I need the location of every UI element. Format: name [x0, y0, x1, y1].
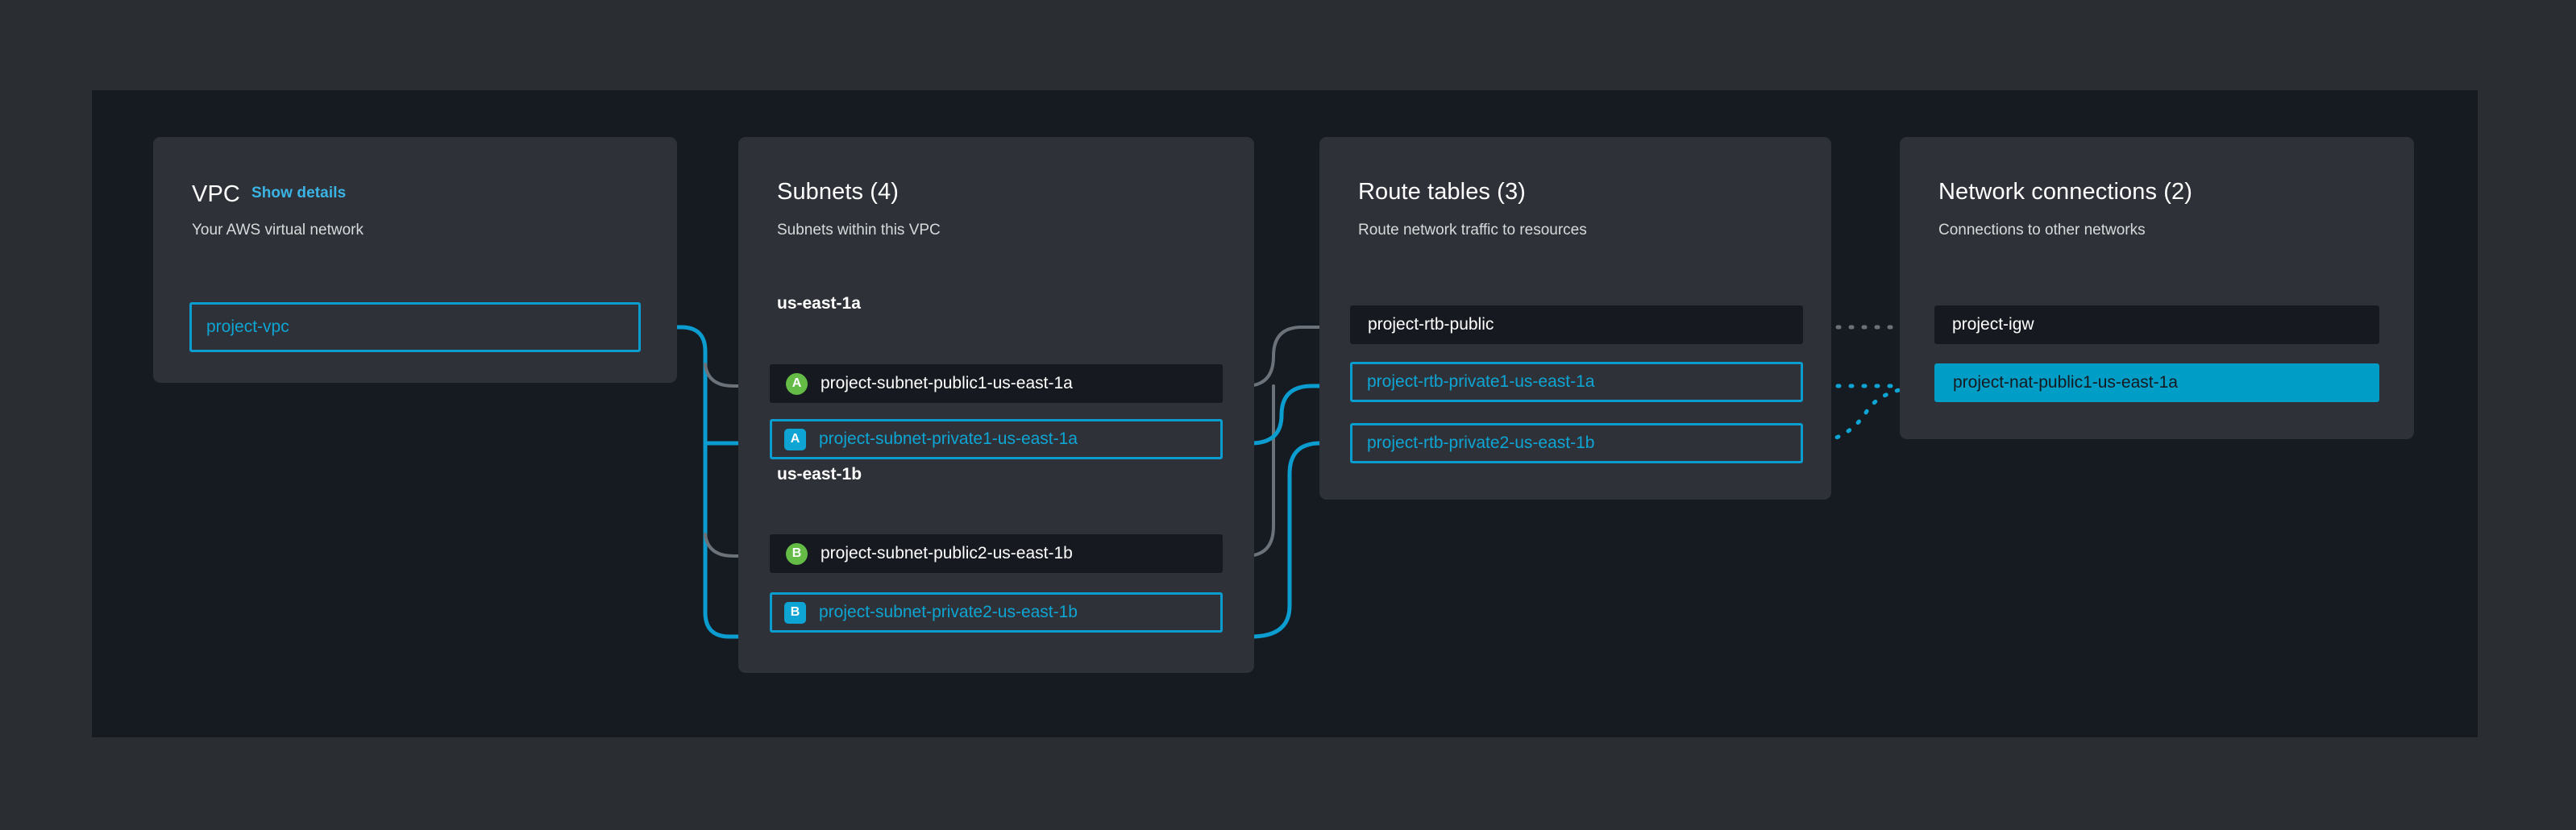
- panel-subnets: Subnets (4) Subnets within this VPC us-e…: [738, 137, 1254, 673]
- node-label-project-vpc: project-vpc: [206, 317, 289, 336]
- panel-subtitle-network-connections: Connections to other networks: [1938, 222, 2146, 239]
- panel-subtitle-subnets: Subnets within this VPC: [777, 222, 941, 239]
- panel-vpc: VPC Show details Your AWS virtual network…: [153, 137, 677, 383]
- node-rtb-private1[interactable]: project-rtb-private1-us-east-1a: [1350, 362, 1803, 402]
- node-label-subnet-public1: project-subnet-public1-us-east-1a: [821, 374, 1073, 392]
- az-label-us-east-1a: us-east-1a: [777, 294, 861, 313]
- panel-title-subnets: Subnets (4): [777, 179, 900, 205]
- az-badge-a-private: A: [784, 428, 806, 450]
- node-project-vpc[interactable]: project-vpc: [189, 302, 641, 352]
- node-rtb-private2[interactable]: project-rtb-private2-us-east-1b: [1350, 423, 1803, 463]
- panel-title-route-tables: Route tables (3): [1358, 179, 1526, 205]
- node-igw[interactable]: project-igw: [1934, 305, 2379, 344]
- az-badge-b-public: B: [786, 542, 808, 565]
- node-rtb-public[interactable]: project-rtb-public: [1350, 305, 1803, 344]
- node-subnet-public1[interactable]: A project-subnet-public1-us-east-1a: [770, 364, 1223, 403]
- show-details-link[interactable]: Show details: [251, 185, 347, 201]
- node-subnet-public2[interactable]: B project-subnet-public2-us-east-1b: [770, 534, 1223, 573]
- vpc-title-text: VPC: [192, 181, 240, 207]
- panel-subtitle-route-tables: Route network traffic to resources: [1358, 222, 1587, 239]
- node-label-rtb-public: project-rtb-public: [1368, 315, 1494, 334]
- node-label-rtb-private2: project-rtb-private2-us-east-1b: [1367, 434, 1595, 452]
- az-label-us-east-1b: us-east-1b: [777, 465, 862, 483]
- panel-network-connections: Network connections (2) Connections to o…: [1900, 137, 2414, 439]
- az-badge-a-public: A: [786, 372, 808, 395]
- panel-route-tables: Route tables (3) Route network traffic t…: [1319, 137, 1831, 500]
- node-label-nat-gateway: project-nat-public1-us-east-1a: [1953, 373, 2178, 392]
- node-nat-gateway[interactable]: project-nat-public1-us-east-1a: [1934, 363, 2379, 402]
- panel-subtitle-vpc: Your AWS virtual network: [192, 222, 364, 239]
- node-subnet-private2[interactable]: B project-subnet-private2-us-east-1b: [770, 592, 1223, 633]
- node-label-igw: project-igw: [1952, 315, 2034, 334]
- node-label-subnet-private1: project-subnet-private1-us-east-1a: [819, 430, 1078, 448]
- az-badge-b-private: B: [784, 601, 806, 624]
- panel-title-network-connections: Network connections (2): [1938, 179, 2192, 205]
- node-label-rtb-private1: project-rtb-private1-us-east-1a: [1367, 372, 1595, 391]
- panel-title-vpc: VPC Show details: [192, 181, 346, 208]
- node-subnet-private1[interactable]: A project-subnet-private1-us-east-1a: [770, 419, 1223, 459]
- node-label-subnet-public2: project-subnet-public2-us-east-1b: [821, 544, 1073, 562]
- node-label-subnet-private2: project-subnet-private2-us-east-1b: [819, 603, 1078, 621]
